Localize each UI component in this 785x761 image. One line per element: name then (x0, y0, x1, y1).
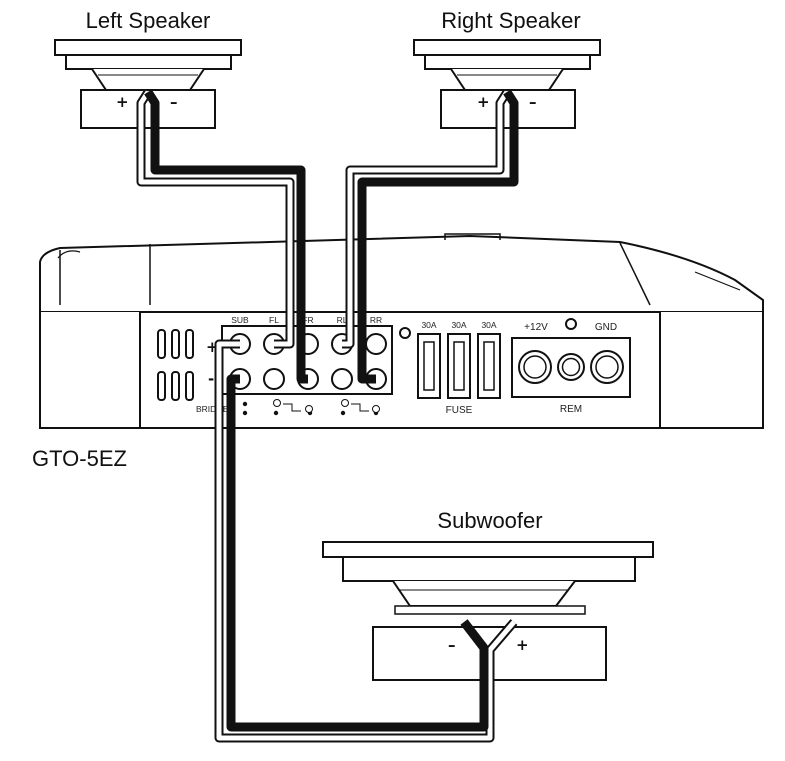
wire-right-negative (357, 89, 519, 384)
right-speaker-minus-sign: – (529, 93, 537, 111)
wire-sub-positive (214, 339, 518, 743)
wire-right-positive (342, 89, 511, 349)
right-speaker: + – (413, 39, 601, 129)
remote-label: REM (560, 404, 582, 415)
amp-corner-detail (57, 250, 81, 259)
vent-slot (157, 329, 166, 359)
bridge-dot (273, 410, 279, 416)
subwoofer-cone (392, 580, 576, 607)
bridge-line (351, 403, 369, 412)
fuse-group (417, 333, 501, 399)
channel-label-sub: SUB (231, 315, 249, 325)
panel-screw (399, 327, 411, 339)
vent-slot (185, 371, 194, 401)
channel-label-rl: RL (337, 315, 348, 325)
power-label-12v: +12V (524, 322, 548, 333)
bridge-line (283, 403, 301, 412)
wire-sub-negative (226, 374, 489, 732)
bridge-plus-icon (341, 399, 349, 407)
amp-right-endcap (659, 312, 764, 429)
subwoofer: – + (322, 541, 654, 681)
model-label: GTO-5EZ (32, 446, 127, 471)
terminal-fl-negative (263, 368, 285, 390)
bridge-dot (242, 401, 248, 407)
bridge-dot (340, 410, 346, 416)
bridge-dot (242, 410, 248, 416)
fuse-1-element (423, 341, 435, 391)
fuse-rating-2: 30A (451, 320, 466, 330)
fuse-2-element (453, 341, 465, 391)
bridge-markings (242, 399, 380, 416)
fuse-label: FUSE (446, 405, 473, 416)
wire-left-negative (144, 89, 308, 384)
bridge-minus-icon (305, 405, 313, 413)
subwoofer-top-plate (322, 541, 654, 558)
subwoofer-minus-sign: – (448, 636, 456, 654)
fuse-rating-1: 30A (421, 320, 436, 330)
amp-corner-detail (694, 271, 741, 291)
bridge-plus-icon (273, 399, 281, 407)
power-terminal-rem-inner (561, 357, 581, 377)
fuse-3-element (483, 341, 495, 391)
power-led-icon (565, 318, 577, 330)
power-label-gnd: GND (595, 322, 617, 333)
left-speaker-gasket (65, 54, 232, 70)
amp-housing-line (619, 242, 651, 306)
wire-left-positive (136, 89, 295, 349)
vent-slot (171, 329, 180, 359)
terminal-rr-positive (365, 333, 387, 355)
subwoofer-label: Subwoofer (437, 508, 542, 533)
right-speaker-label: Right Speaker (441, 8, 580, 33)
power-terminal-gnd-inner (595, 355, 619, 379)
left-speaker: + – (54, 39, 242, 129)
subwoofer-gasket (342, 556, 636, 582)
right-speaker-gasket (424, 54, 591, 70)
channel-label-rr: RR (370, 315, 382, 325)
subwoofer-plus-sign: + (516, 636, 529, 654)
wiring (136, 89, 519, 743)
bridge-label: BRIDGE (196, 404, 229, 414)
left-speaker-plus-sign: + (116, 93, 129, 111)
amp-vent-slots (157, 329, 194, 401)
vent-slot (157, 371, 166, 401)
subwoofer-basket (394, 605, 586, 615)
amp-top-housing (39, 234, 764, 313)
bridge-minus-icon (372, 405, 380, 413)
terminal-rl-negative (331, 368, 353, 390)
amp-left-endcap (39, 312, 141, 429)
right-speaker-plus-sign: + (477, 93, 490, 111)
left-speaker-cone (91, 68, 205, 91)
left-speaker-label: Left Speaker (86, 8, 211, 33)
right-speaker-cone (450, 68, 564, 91)
left-speaker-top-plate (54, 39, 242, 56)
vent-slot (171, 371, 180, 401)
amplifier: + - SUB FL FR RL RR (39, 233, 764, 429)
right-speaker-top-plate (413, 39, 601, 56)
fuse-rating-3: 30A (481, 320, 496, 330)
right-speaker-magnet (440, 89, 576, 129)
terminal-minus-sign: - (208, 370, 214, 388)
left-speaker-minus-sign: – (170, 93, 178, 111)
amp-top-vent (444, 233, 501, 240)
channel-label-fl: FL (269, 315, 279, 325)
channel-label-fr: FR (302, 315, 313, 325)
power-terminal-12v-inner (523, 355, 547, 379)
vent-slot (185, 329, 194, 359)
